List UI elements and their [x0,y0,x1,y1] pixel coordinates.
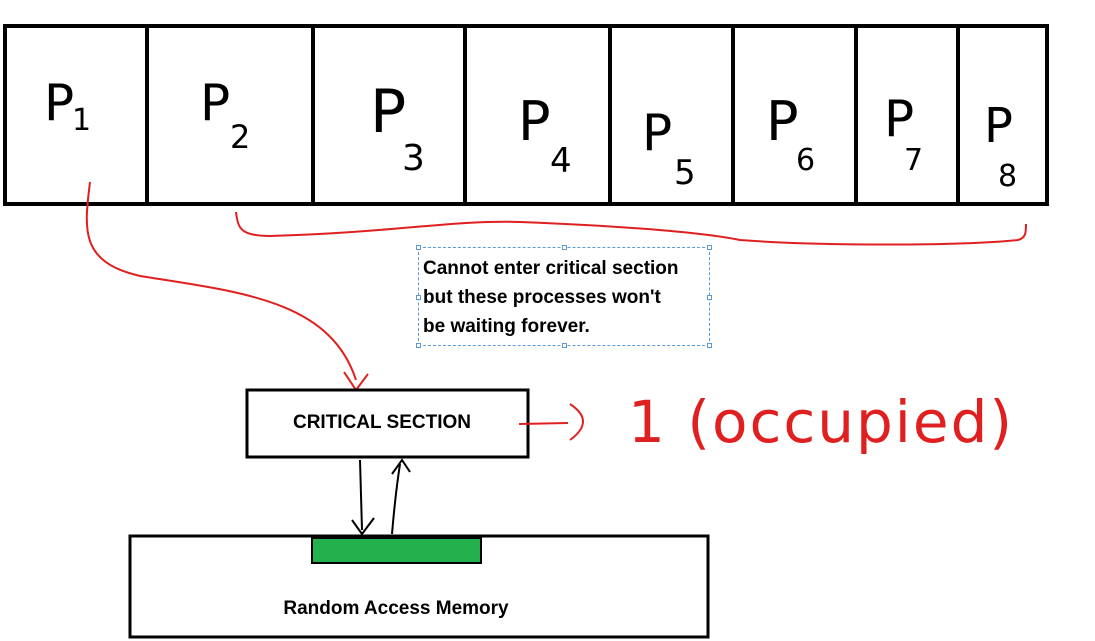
process-cell-7: P 7 [884,90,923,178]
process-cell-8: P 8 [984,98,1017,194]
process-letter: P [642,104,672,162]
note-text[interactable]: Cannot enter critical section but these … [423,258,679,337]
process-cell-4: P 4 [518,90,572,181]
down-arrow [359,459,363,531]
resize-handle[interactable] [707,245,712,250]
critical-section-label: CRITICAL SECTION [293,412,471,433]
memory-block [311,537,482,564]
resize-handle[interactable] [707,343,712,348]
process-cell-3: P 3 [370,77,425,179]
critical-section-status: 1 (occupied) [628,388,1015,456]
process-dividers [145,26,960,204]
resize-handle[interactable] [416,343,421,348]
waiting-processes-brace [235,211,1027,246]
p1-to-critical-arrow [85,181,357,381]
note-textbox[interactable]: Cannot enter critical section but these … [416,245,712,348]
resize-handle[interactable] [416,295,421,300]
process-strip [3,24,1049,206]
process-cell-1: P 1 [44,74,91,138]
chevron-right-icon [569,403,584,441]
up-arrow [391,463,401,535]
arrow-down-icon [351,517,375,536]
process-letter: P [518,90,551,153]
process-index: 6 [796,143,815,178]
process-letter: P [984,98,1013,154]
process-index: 7 [904,143,923,178]
process-letter: P [200,74,230,132]
resize-handle[interactable] [562,343,567,348]
process-cell-5: P 5 [642,104,696,193]
process-index: 8 [998,159,1017,194]
arrow-head-icon [343,371,369,392]
process-cell-2: P 2 [200,74,250,156]
process-cell-6: P 6 [766,90,815,178]
process-index: 3 [402,138,425,179]
process-letter: P [884,90,914,148]
process-index: 5 [674,153,696,193]
process-index: 2 [230,118,250,156]
process-index: 4 [550,141,572,181]
arrow-up-icon [391,458,411,475]
process-letter: P [370,77,406,147]
resize-handle[interactable] [707,295,712,300]
status-arrow [518,422,569,425]
resize-handle[interactable] [416,245,421,250]
process-index: 1 [72,103,91,138]
process-letter: P [766,90,799,153]
memory-label: Random Access Memory [283,598,509,619]
resize-handle[interactable] [562,245,567,250]
process-letter: P [44,74,74,132]
